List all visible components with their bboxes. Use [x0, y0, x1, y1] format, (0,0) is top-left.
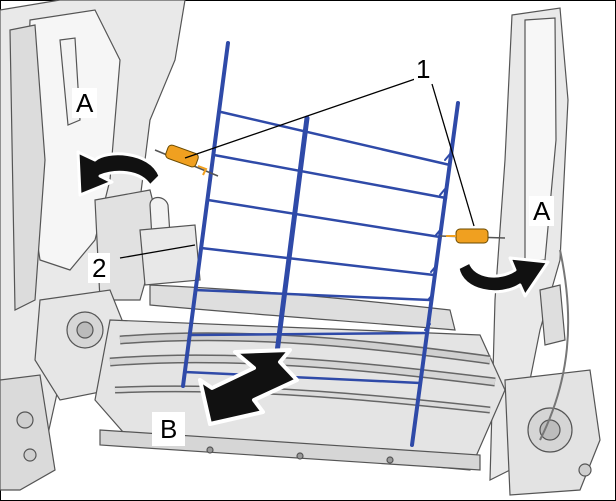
wire-mat-grid [181, 41, 460, 447]
right-frame-side [489, 7, 601, 496]
straight-direction-arrow-icon [198, 348, 299, 426]
curved-rotation-arrow-icon [76, 150, 162, 197]
tension-spring-left [154, 144, 219, 177]
label-part-1: 1 [414, 54, 433, 84]
lower-cross-tubes [94, 284, 506, 471]
grid-rod-center [272, 115, 310, 371]
grid-rod-left [181, 41, 230, 388]
left-frame-side [0, 0, 186, 491]
label-a-left: A [72, 88, 98, 118]
label-a-right: A [529, 196, 555, 226]
curved-rotation-arrow-icon [456, 256, 550, 298]
grid-rod-right [410, 101, 460, 447]
tension-spring-right [439, 228, 506, 244]
label-b: B [152, 412, 186, 446]
label-part-2: 2 [88, 253, 111, 283]
leader-lines [119, 77, 475, 259]
seat-belt-bracket [139, 196, 201, 286]
